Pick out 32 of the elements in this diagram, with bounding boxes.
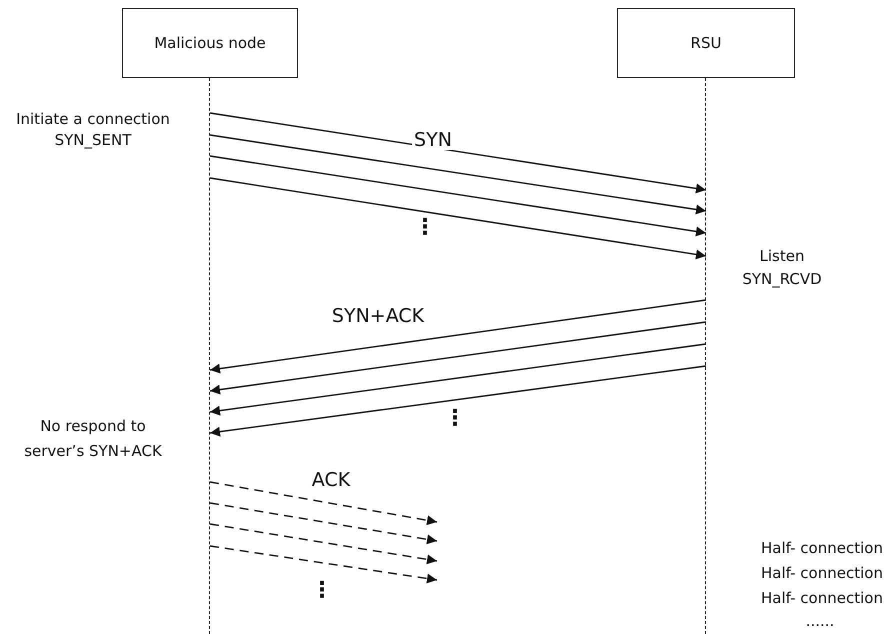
- message-arrow: [210, 155, 706, 236]
- ellipsis-mark: ⋮: [444, 408, 466, 430]
- participant-box: [122, 8, 298, 78]
- message-arrow: [210, 502, 438, 544]
- message-arrow: [210, 134, 706, 214]
- message-arrow: [210, 177, 706, 260]
- ellipsis-mark: ⋮: [414, 217, 436, 239]
- note-text: Listen: [760, 249, 804, 264]
- message-arrow: [210, 112, 706, 194]
- note-text: SYN_SENT: [54, 133, 132, 148]
- participant-box: [617, 8, 795, 78]
- ellipsis-mark: ⋮: [311, 580, 333, 602]
- message-arrow: [210, 365, 706, 437]
- message-arrow: [210, 343, 706, 416]
- message-arrow: [210, 299, 706, 374]
- note-text: server’s SYN+ACK: [24, 444, 162, 459]
- lifeline: [705, 78, 707, 634]
- message-arrow: [210, 523, 438, 564]
- note-text: Initiate a connection: [16, 112, 170, 127]
- note-text: ......: [806, 614, 834, 629]
- message-arrow: [210, 545, 438, 584]
- participant-name: RSU: [690, 34, 722, 52]
- note-text: Half- connection: [761, 566, 883, 581]
- message-arrow: [210, 481, 438, 526]
- lifeline: [209, 78, 211, 634]
- participant-name: Malicious node: [154, 34, 266, 52]
- edge-label: SYN: [412, 131, 454, 150]
- note-text: Half- connection: [761, 591, 883, 606]
- note-text: No respond to: [40, 419, 146, 434]
- message-arrow: [210, 321, 706, 395]
- note-text: SYN_RCVD: [742, 272, 822, 287]
- note-text: Half- connection: [761, 541, 883, 556]
